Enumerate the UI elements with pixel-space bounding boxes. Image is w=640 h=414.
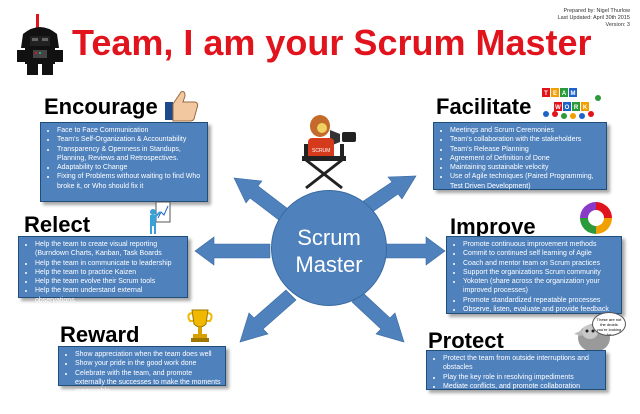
list-item: Help the team to create visual reporting… [35, 240, 183, 259]
hub-line-2: Master [295, 252, 363, 277]
thumbs-up-icon [162, 88, 202, 124]
improve-heading: Improve [450, 214, 536, 239]
improvement-cycle-icon [578, 200, 614, 236]
list-item: Adaptability to Change [57, 163, 203, 172]
svg-text:K: K [583, 105, 588, 111]
page-title: Team, I am your Scrum Master [72, 22, 592, 63]
svg-text:A: A [562, 91, 567, 97]
list-item: Observe, listen, evaluate and provide fe… [463, 305, 617, 314]
protect-heading: Protect [428, 328, 504, 353]
trophy-icon [186, 308, 214, 344]
reward-box: Show appreciation when the team does wel… [58, 346, 226, 395]
list-item: Show your pride in the good work done [75, 359, 221, 368]
speech-bubble: These are not the droids you're looking … [592, 312, 626, 336]
svg-text:O: O [565, 105, 570, 111]
list-item: Celebrate with the team, and promote ext… [75, 369, 221, 397]
list-item: Commit to continued self learning of Agi… [463, 249, 617, 258]
list-item: Maintaining sustainable velocity [450, 163, 602, 172]
list-item: Fixing of Problems without waiting to fi… [57, 172, 203, 191]
list-item: Transparency & Openness in Standups, Pla… [57, 145, 203, 164]
list-item: Meetings and Scrum Ceremonies [450, 126, 602, 135]
svg-text:R: R [574, 105, 579, 111]
list-item: Promote standardized repeatable processe… [463, 296, 617, 305]
arrow-to-protect [351, 291, 405, 343]
svg-text:W: W [555, 105, 561, 111]
list-item: Coach and mentor team on Scrum practices [463, 259, 617, 268]
list-item: Promote continuous improvement methods [463, 240, 617, 249]
speech-text: These are not the droids you're looking … [596, 317, 622, 336]
improve-box: Promote continuous improvement methods C… [446, 236, 622, 314]
relect-heading: Relect [24, 212, 91, 237]
list-item: Help the team in communicate to leadersh… [35, 259, 183, 268]
svg-text:E: E [553, 91, 557, 97]
protect-list: Protect the team from outside interrupti… [431, 354, 601, 391]
prepared-by: Prepared by: Nigel Thurlow [563, 8, 630, 14]
list-item: Mediate conflicts, and promote collabora… [443, 382, 601, 391]
presenter-board-icon [146, 200, 172, 236]
team-people-icon: T E A M W O R K [540, 84, 602, 122]
improve-list: Promote continuous improvement methods C… [451, 240, 617, 314]
facilitate-list: Meetings and Scrum Ceremonies Team's col… [438, 126, 602, 191]
list-item: Support the organizations Scrum communit… [463, 268, 617, 277]
facilitate-heading: Facilitate [436, 94, 532, 119]
arrow-to-relect [194, 236, 271, 266]
facilitate-box: Meetings and Scrum Ceremonies Team's col… [433, 122, 607, 190]
encourage-list: Face to Face Communication Team's Self-O… [45, 126, 203, 191]
list-item: Team's collaboration with the stakeholde… [450, 135, 602, 144]
arrow-to-reward [239, 289, 297, 343]
relect-box: Help the team to create visual reporting… [18, 236, 188, 304]
version: Version: 3 [605, 22, 630, 28]
arrow-to-improve [385, 236, 446, 266]
list-item: Face to Face Communication [57, 126, 203, 135]
document-meta: Prepared by: Nigel Thurlow Last Updated:… [490, 8, 630, 29]
svg-text:M: M [571, 91, 576, 97]
darth-vader-figure-icon [15, 14, 65, 76]
list-item: Show appreciation when the team does wel… [75, 350, 221, 359]
svg-text:T: T [544, 91, 548, 97]
list-item: Agreement of Definition of Done [450, 154, 602, 163]
relect-list: Help the team to create visual reporting… [23, 240, 183, 305]
last-updated: Last Updated: April 30th 2015 [557, 15, 630, 21]
list-item: Play the key role in resolving impedimen… [443, 373, 601, 382]
hub-line-1: Scrum [297, 225, 361, 250]
scrum-master-hub: Scrum Master [271, 190, 387, 306]
list-item: Team's Self-Organization & Accountabilit… [57, 135, 203, 144]
list-item: Use of Agile techniques (Paired Programm… [450, 172, 602, 191]
list-item: Help the team to practice Kaizen [35, 268, 183, 277]
svg-text:SCRUM: SCRUM [312, 148, 330, 154]
reward-list: Show appreciation when the team does wel… [63, 350, 221, 396]
reward-heading: Reward [60, 322, 140, 347]
list-item: Help the team understand external observ… [35, 286, 183, 305]
list-item: Protect the team from outside interrupti… [443, 354, 601, 373]
protect-box: Protect the team from outside interrupti… [426, 350, 606, 390]
director-chair-figure-icon: SCRUM [298, 112, 360, 190]
list-item: Yokoten (share across the organization y… [463, 277, 617, 296]
encourage-box: Face to Face Communication Team's Self-O… [40, 122, 208, 202]
list-item: Team's Release Planning [450, 145, 602, 154]
encourage-heading: Encourage [44, 94, 158, 119]
list-item: Help the team evolve their Scrum tools [35, 277, 183, 286]
